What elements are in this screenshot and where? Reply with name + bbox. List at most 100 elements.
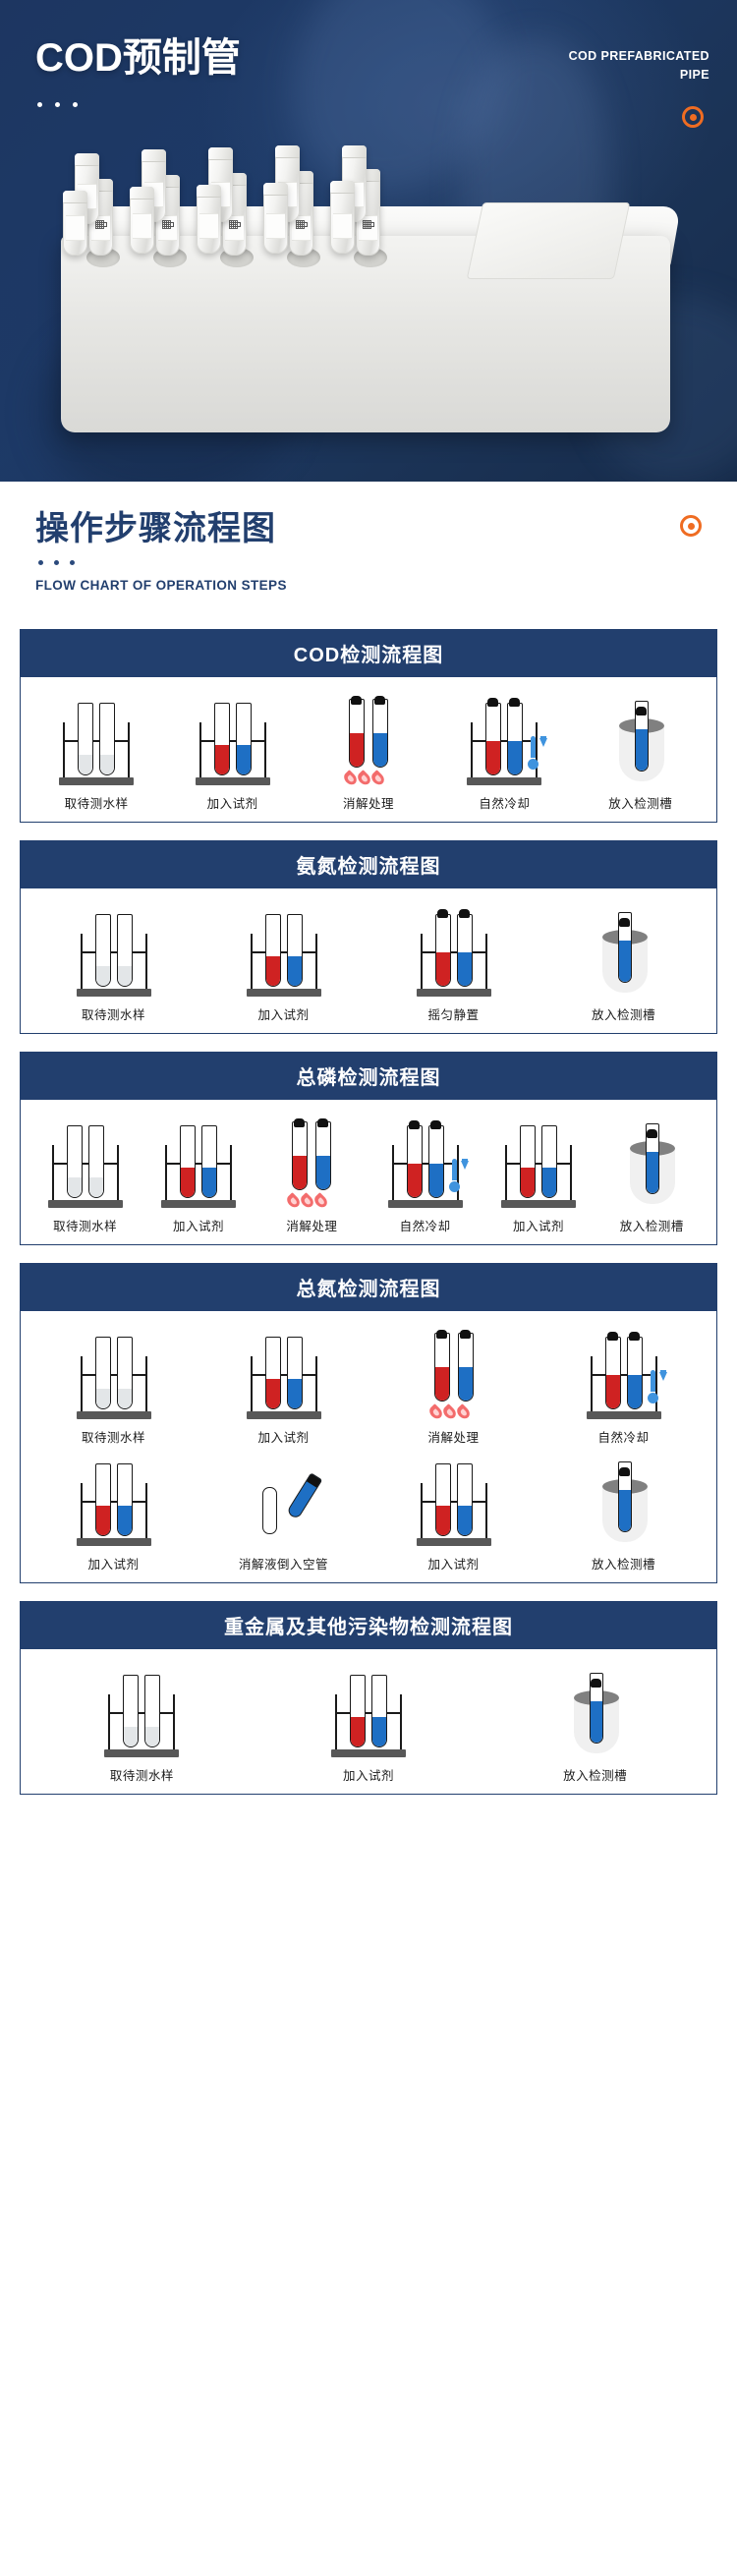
- tube-cap-icon: [408, 1120, 420, 1129]
- test-tube: [604, 1337, 621, 1409]
- rack-post: [569, 1145, 572, 1200]
- tube-cap-icon: [590, 1679, 601, 1688]
- rack-crossbar: [51, 1163, 119, 1165]
- rack-base: [500, 1200, 576, 1208]
- empty-test-tube: [261, 1487, 277, 1534]
- rack-post: [250, 934, 253, 989]
- test-tube: [235, 703, 252, 775]
- test-tube-rack: [409, 1456, 499, 1546]
- tube-liquid: [95, 1506, 110, 1535]
- flame-icon: [312, 1192, 330, 1210]
- tube-liquid: [618, 941, 631, 982]
- tube-liquid: [435, 1506, 450, 1535]
- test-tube: [213, 703, 230, 775]
- test-tube-rack: [579, 1329, 669, 1419]
- flow-card: 重金属及其他污染物检测流程图 取待测水样 加入试剂: [20, 1601, 717, 1795]
- test-vial: [330, 181, 355, 254]
- flow-step-illustration: [255, 1114, 368, 1210]
- test-vial: [130, 187, 154, 254]
- rack-base: [416, 989, 491, 997]
- flow-step-label: 加入试剂: [87, 1558, 140, 1572]
- rack-post: [391, 1145, 394, 1200]
- test-tube: [457, 1333, 474, 1402]
- test-tube: [179, 1125, 196, 1198]
- test-tube: [540, 1125, 557, 1198]
- tube-liquid: [457, 1506, 472, 1535]
- flow-card-title: COD检测流程图: [21, 630, 716, 677]
- tube-liquid: [145, 1727, 160, 1746]
- tube-liquid: [117, 1506, 132, 1535]
- flow-card: 总磷检测流程图 取待测水样 加入试剂: [20, 1052, 717, 1245]
- flow-step: 取待测水样: [78, 1663, 205, 1784]
- tube-cap-icon: [436, 909, 448, 918]
- rack-post: [484, 1483, 487, 1538]
- hero-title: COD预制管: [35, 36, 241, 80]
- tube-cap-icon: [373, 696, 385, 705]
- rack-base: [76, 989, 151, 997]
- test-tube-rack: [239, 906, 329, 997]
- rack-crossbar: [504, 1163, 572, 1165]
- rack-crossbar: [391, 1163, 459, 1165]
- target-icon: [682, 106, 704, 128]
- flow-step: 加入试剂: [220, 902, 348, 1023]
- test-tube: [94, 914, 111, 987]
- flow-step: 放入检测槽: [595, 1114, 709, 1234]
- test-tube: [116, 1337, 133, 1409]
- rack-post: [116, 1145, 119, 1200]
- flow-step-row: 取待测水样 加入试剂 放入检测槽: [28, 1663, 709, 1784]
- test-tube: [371, 699, 388, 768]
- flow-step-illustration: [142, 1114, 255, 1208]
- tube-cap-icon: [618, 918, 630, 927]
- flow-step: 消解处理: [390, 1325, 518, 1446]
- flow-step-label: 加入试剂: [427, 1558, 480, 1572]
- rack-post: [590, 1356, 593, 1411]
- flow-step-label: 加入试剂: [172, 1220, 224, 1233]
- rack-base: [195, 777, 270, 785]
- hero-banner: COD预制管 COD PREFABRICATED PIPE: [0, 0, 737, 482]
- test-tube: [264, 914, 281, 987]
- tube-liquid: [458, 1367, 473, 1401]
- rack-crossbar: [80, 1374, 147, 1376]
- tube-liquid: [117, 966, 132, 986]
- tube-liquid: [265, 1379, 280, 1408]
- flow-step-label: 消解处理: [427, 1431, 480, 1445]
- tube-cap-icon: [487, 698, 499, 707]
- flow-card-body: 取待测水样 加入试剂 消解处理: [21, 1311, 716, 1582]
- detection-slot-art: [579, 1456, 669, 1546]
- flow-step: 加入试剂: [220, 1325, 348, 1446]
- flow-card: COD检测流程图 取待测水样 加入试剂: [20, 629, 717, 823]
- flow-step-illustration: [482, 1114, 595, 1208]
- test-tube: [123, 1675, 140, 1747]
- rack-base: [47, 1200, 123, 1208]
- rack-crossbar: [471, 740, 539, 742]
- tube-liquid: [236, 745, 251, 774]
- rack-crossbar: [420, 1501, 487, 1503]
- tube-liquid: [349, 733, 364, 767]
- flow-card-body: 取待测水样 加入试剂 放入检测槽: [21, 1649, 716, 1794]
- tube-cap-icon: [435, 1330, 447, 1339]
- test-tube: [116, 914, 133, 987]
- rack-crossbar: [80, 1501, 147, 1503]
- test-tube-rack: [40, 1117, 131, 1208]
- test-vial: [197, 185, 221, 254]
- tube-liquid: [79, 755, 93, 774]
- flame-icon: [454, 1403, 472, 1421]
- flow-step-illustration: [390, 1325, 518, 1421]
- tube-cap-icon: [618, 1467, 630, 1476]
- test-tube: [507, 703, 524, 775]
- flow-card-list: COD检测流程图 取待测水样 加入试剂: [0, 629, 737, 1836]
- test-tube: [519, 1125, 536, 1198]
- flame-icon: [284, 1192, 303, 1210]
- tube-cap-icon: [635, 707, 647, 716]
- test-tube: [99, 703, 116, 775]
- rack-crossbar: [108, 1712, 176, 1714]
- flow-card-title: 总氮检测流程图: [21, 1264, 716, 1311]
- tube-liquid: [486, 741, 501, 774]
- flow-step-label: 摇匀静置: [427, 1008, 480, 1022]
- flame-icon: [368, 770, 387, 787]
- flow-step-label: 取待测水样: [81, 1431, 145, 1445]
- test-tube: [292, 1121, 309, 1190]
- test-vial: [263, 183, 288, 254]
- test-tube: [370, 1675, 387, 1747]
- rack-base: [160, 1200, 236, 1208]
